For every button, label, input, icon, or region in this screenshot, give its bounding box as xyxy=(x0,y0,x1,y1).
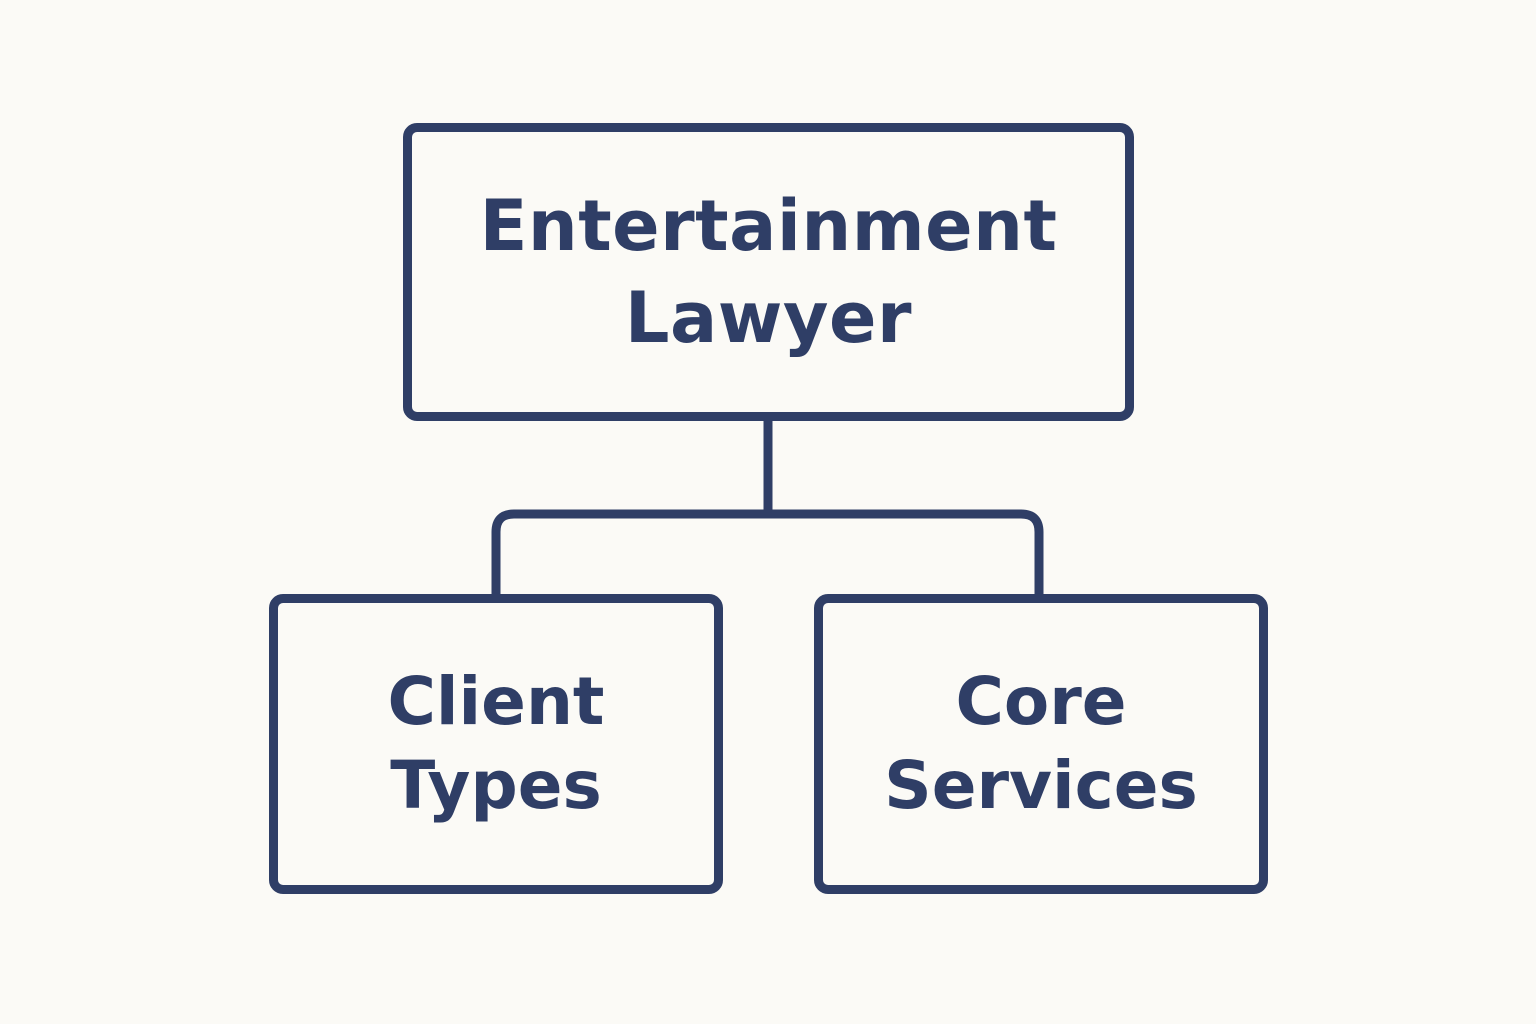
root-label-line1: Entertainment xyxy=(479,185,1058,267)
services-label-line1: Core xyxy=(955,663,1127,740)
root-label-line2: Lawyer xyxy=(624,277,913,359)
entertainment-lawyer-node: Entertainment Lawyer xyxy=(403,123,1134,421)
client-label-line2: Types xyxy=(390,747,602,824)
services-label-line2: Services xyxy=(884,747,1198,824)
client-types-node: Client Types xyxy=(269,594,723,894)
client-label-line1: Client xyxy=(387,663,605,740)
connector-branch xyxy=(491,509,1044,598)
core-services-node: Core Services xyxy=(814,594,1268,894)
